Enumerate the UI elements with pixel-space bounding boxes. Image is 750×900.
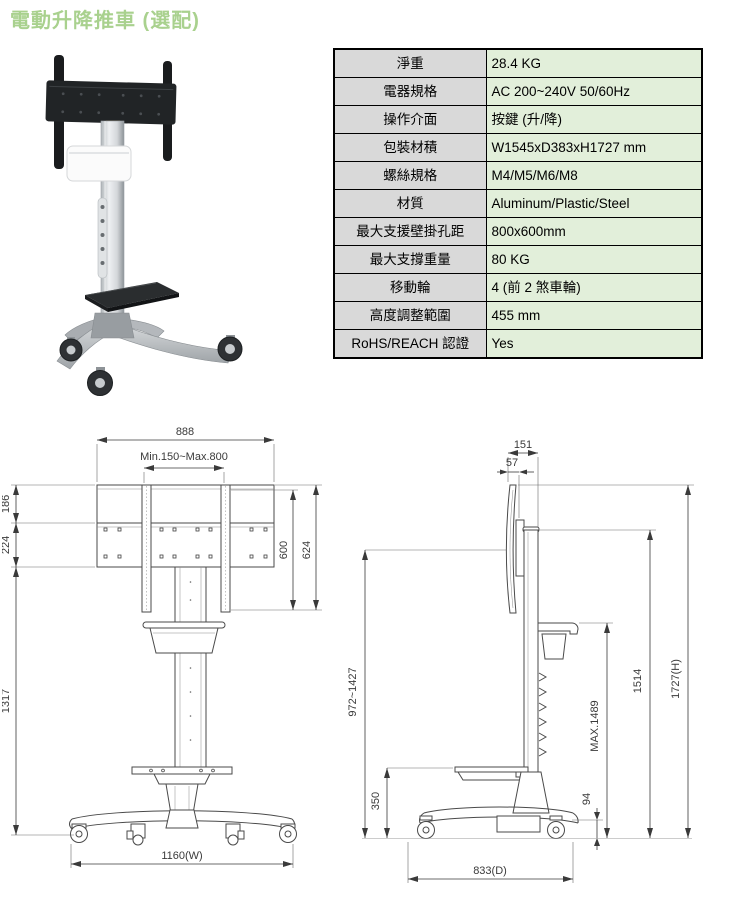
spec-value: 28.4 KG — [485, 48, 703, 78]
side-screen-panel — [505, 484, 517, 614]
dim-vesa-range: Min.150~Max.800 — [140, 451, 228, 463]
dim-height-range: 972~1427 — [347, 667, 359, 716]
dim-base-depth: 833(D) — [473, 865, 507, 877]
dim-column-height: 1514 — [632, 669, 644, 693]
dim-plate-height: 224 — [2, 536, 12, 554]
bracket-crossbar — [45, 80, 177, 125]
product-photo — [35, 55, 255, 405]
spec-value: Yes — [485, 329, 703, 359]
front-view-svg: 888 Min.150~Max.800 186 224 1317 — [0, 426, 322, 868]
dim-rail-span: 600 — [278, 541, 290, 559]
side-base — [419, 806, 579, 833]
dim-head-depth: 151 — [514, 439, 532, 451]
product-photo-image — [45, 55, 243, 396]
spec-value: AC 200~240V 50/60Hz — [485, 77, 703, 106]
front-view-drawing: 888 Min.150~Max.800 186 224 1317 — [0, 420, 342, 900]
spec-value: Aluminum/Plastic/Steel — [485, 189, 703, 218]
spec-label: RoHS/REACH 認證 — [333, 329, 487, 359]
spec-label: 移動輪 — [333, 273, 487, 302]
spec-label: 電器規格 — [333, 77, 487, 106]
control-button-strip — [97, 197, 108, 279]
dim-base-width: 1160(W) — [161, 850, 202, 862]
vesa-rail-right — [220, 484, 231, 613]
spec-value: 按鍵 (升/降) — [485, 105, 703, 134]
caster-back-left — [59, 337, 83, 362]
side-view-svg: 151 57 972~1427 350 — [347, 439, 694, 883]
caster-right — [217, 335, 243, 362]
spec-label: 螺絲規格 — [333, 161, 487, 190]
spec-value: 455 mm — [485, 301, 703, 330]
side-shelf — [454, 766, 529, 781]
dim-overall-height: 1727(H) — [670, 659, 682, 699]
front-casters — [70, 823, 297, 846]
front-base — [69, 809, 295, 830]
spec-value: 800x600mm — [485, 217, 703, 246]
side-view-drawing: 151 57 972~1427 350 — [340, 420, 750, 900]
dim-panel-depth: 57 — [506, 457, 518, 469]
storage-basket — [66, 145, 132, 182]
spec-label: 高度調整範圍 — [333, 301, 487, 330]
vesa-rail-left — [141, 484, 152, 613]
dim-shelf-height: 350 — [370, 792, 382, 810]
spec-row: 操作介面按鍵 (升/降) — [333, 105, 703, 134]
base-legs — [56, 312, 233, 370]
caster-front-left — [87, 367, 113, 396]
dim-rail-length: 624 — [301, 541, 313, 559]
spec-label: 淨重 — [333, 48, 487, 78]
spec-value: W1545xD383xH1727 mm — [485, 133, 703, 162]
front-basket — [142, 621, 226, 654]
dim-upper-offset: 186 — [2, 495, 12, 513]
cable-hooks — [538, 672, 548, 757]
side-casters — [417, 815, 565, 839]
spec-label: 材質 — [333, 189, 487, 218]
spec-value: M4/M5/M6/M8 — [485, 161, 703, 190]
spec-value: 4 (前 2 煞車輪) — [485, 273, 703, 302]
spec-value: 80 KG — [485, 245, 703, 274]
side-basket — [537, 622, 579, 660]
spec-label: 最大支撐重量 — [333, 245, 487, 274]
spec-label: 包裝材積 — [333, 133, 487, 162]
spec-label: 最大支援壁掛孔距 — [333, 217, 487, 246]
spec-label: 操作介面 — [333, 105, 487, 134]
dim-base-height: 94 — [581, 793, 593, 805]
dim-overall-width: 888 — [176, 426, 194, 438]
front-column — [174, 566, 207, 768]
laptop-shelf — [85, 282, 179, 312]
page-title: 電動升降推車 (選配) — [10, 10, 200, 32]
dim-max-height: MAX.1489 — [589, 700, 601, 751]
dim-lower-height: 1317 — [2, 689, 12, 713]
